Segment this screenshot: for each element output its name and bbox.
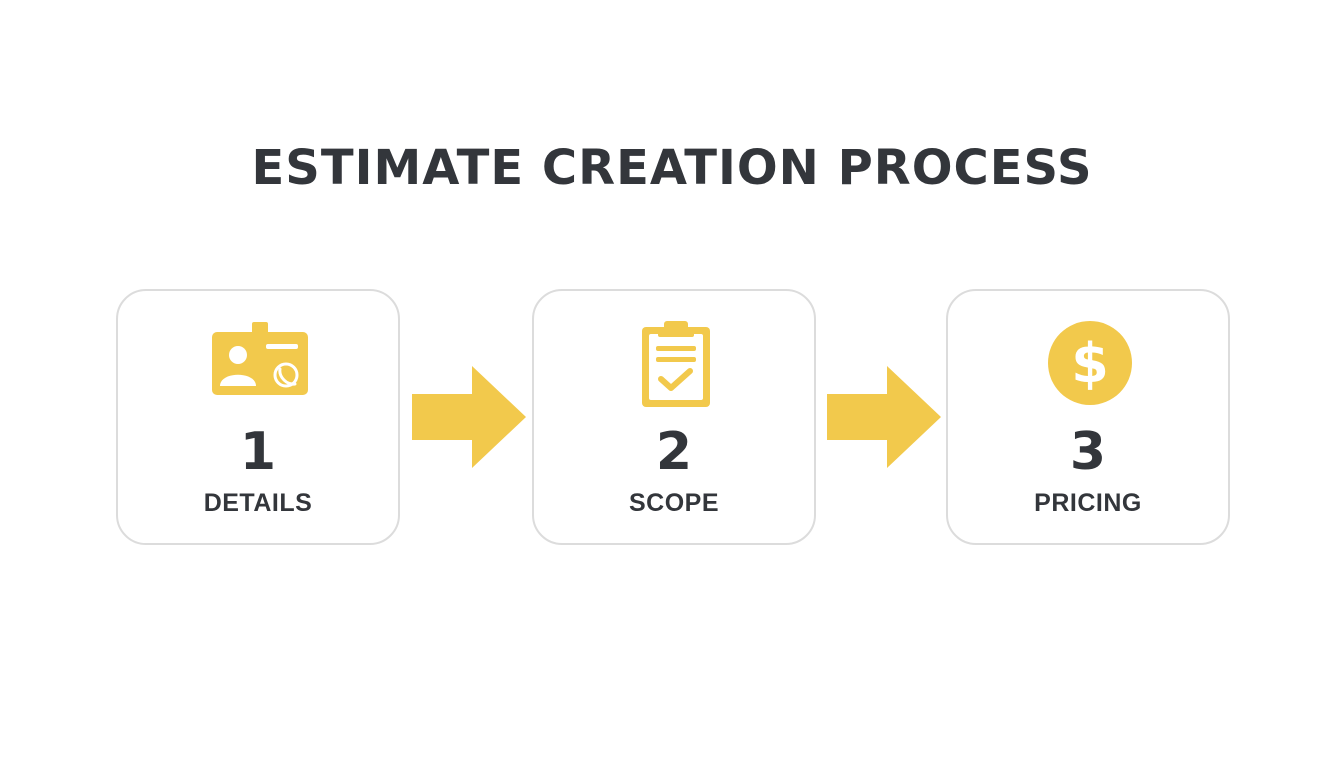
- clipboard-check-icon: [626, 319, 726, 409]
- contact-card-icon: [210, 319, 310, 409]
- step-card-pricing: $ 3 PRICING: [946, 289, 1230, 545]
- step-label: PRICING: [1034, 489, 1142, 517]
- dollar-coin-icon: $: [1040, 319, 1140, 409]
- step-label: DETAILS: [203, 489, 313, 517]
- step-label: SCOPE: [628, 489, 720, 517]
- step-number: 1: [239, 422, 277, 482]
- right-arrow-icon: [827, 364, 941, 470]
- diagram-title: ESTIMATE CREATION PROCESS: [251, 140, 1093, 196]
- step-card-details: 1 DETAILS: [116, 289, 400, 545]
- step-number: 3: [1069, 422, 1107, 482]
- step-number: 2: [655, 422, 693, 482]
- step-card-scope: 2 SCOPE: [532, 289, 816, 545]
- right-arrow-icon: [412, 364, 526, 470]
- svg-text:$: $: [1071, 332, 1109, 395]
